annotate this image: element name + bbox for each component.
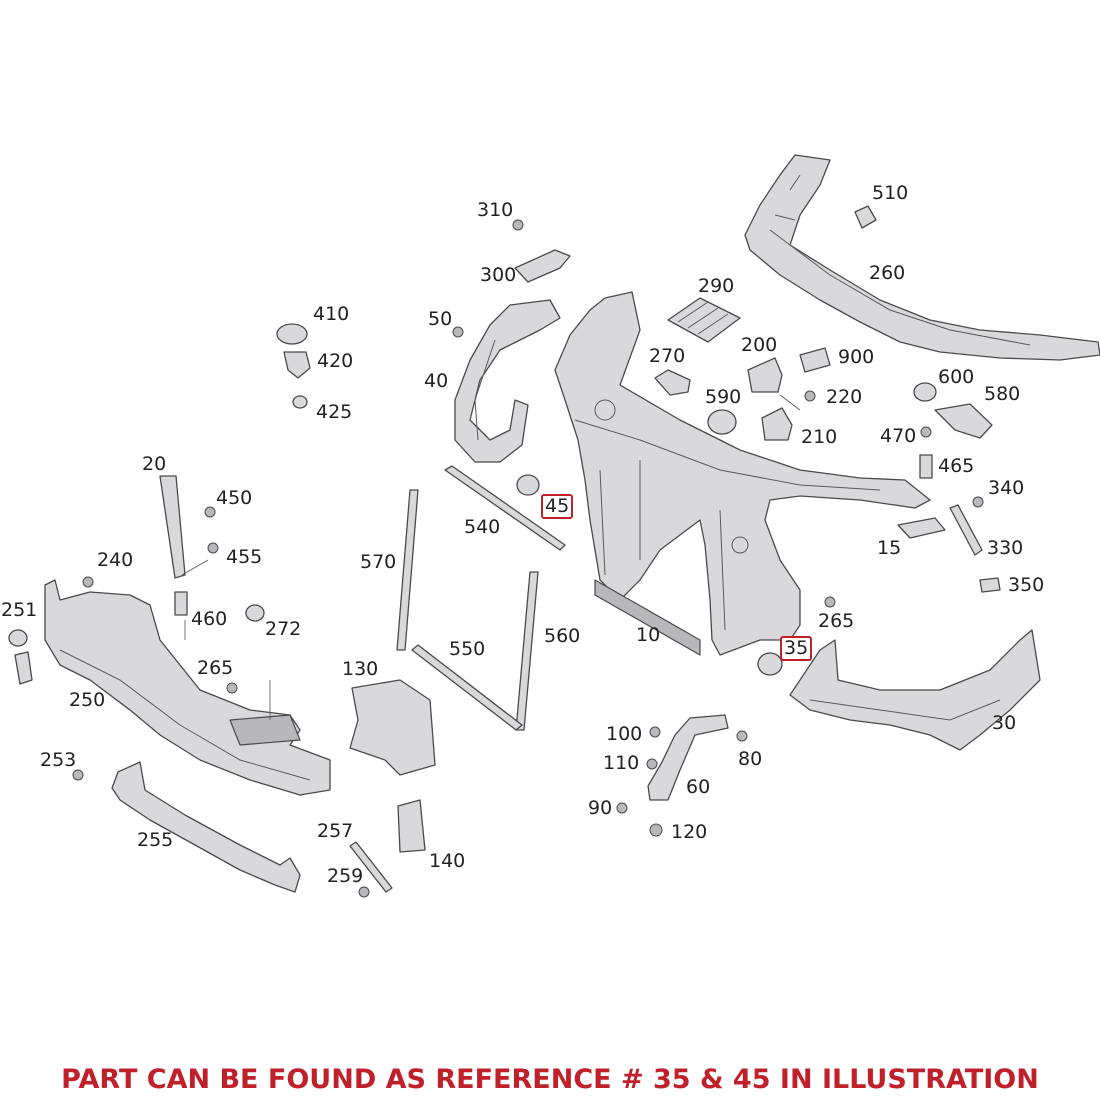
label-35-highlight[interactable]: 35: [780, 636, 813, 661]
label-600: 600: [938, 366, 975, 388]
part-330-rod: [949, 504, 983, 556]
label-290: 290: [698, 275, 735, 297]
part-425-nut: [292, 395, 308, 409]
label-240: 240: [97, 549, 134, 571]
label-265-left: 265: [197, 657, 234, 679]
label-45-highlight[interactable]: 45: [541, 494, 574, 519]
label-100: 100: [606, 723, 643, 745]
part-510-clip: [854, 205, 877, 229]
label-425: 425: [316, 401, 353, 423]
label-30: 30: [992, 712, 1017, 734]
label-260: 260: [869, 262, 906, 284]
part-300-bracket: [514, 249, 571, 283]
label-259: 259: [327, 865, 364, 887]
label-40: 40: [424, 370, 449, 392]
label-50: 50: [428, 308, 453, 330]
label-251: 251: [1, 599, 38, 621]
label-210: 210: [801, 426, 838, 448]
part-30-right-bracket: [789, 629, 1041, 751]
label-340: 340: [988, 477, 1025, 499]
label-250: 250: [69, 689, 106, 711]
label-420: 420: [317, 350, 354, 372]
label-570: 570: [360, 551, 397, 573]
part-600-clip: [913, 382, 937, 402]
part-140-bracket: [397, 799, 426, 853]
part-40-left-bracket: [454, 299, 561, 463]
label-330: 330: [987, 537, 1024, 559]
label-140: 140: [429, 850, 466, 872]
label-900: 900: [838, 346, 875, 368]
label-300: 300: [480, 264, 517, 286]
bolt-group: [72, 219, 984, 898]
part-465-spacer: [919, 454, 933, 479]
label-253: 253: [40, 749, 77, 771]
label-550: 550: [449, 638, 486, 660]
part-200-latch: [747, 357, 783, 393]
label-90: 90: [588, 797, 613, 819]
part-272-clip: [245, 604, 265, 622]
label-540: 540: [464, 516, 501, 538]
part-257-rod: [349, 841, 393, 893]
label-272: 272: [265, 618, 302, 640]
part-270-clip: [654, 369, 691, 396]
part-15-bracket: [897, 517, 946, 539]
label-560: 560: [544, 625, 581, 647]
label-460: 460: [191, 608, 228, 630]
part-460-spacer: [174, 591, 188, 616]
part-260-upper-crossmember: [744, 154, 1100, 361]
part-590-grommet: [707, 409, 737, 435]
label-450: 450: [216, 487, 253, 509]
label-350: 350: [1008, 574, 1045, 596]
part-20-strut: [159, 475, 186, 579]
part-255-lower-crossmember: [111, 761, 301, 893]
part-210-bracket: [761, 407, 793, 441]
part-350-clip: [979, 577, 1001, 593]
label-455: 455: [226, 546, 263, 568]
part-550-seal: [411, 644, 523, 731]
part-570-seal: [396, 489, 419, 651]
label-80: 80: [738, 748, 763, 770]
part-420-bumper: [283, 351, 311, 379]
label-257: 257: [317, 820, 354, 842]
label-200: 200: [741, 334, 778, 356]
part-130-air-guide: [349, 679, 436, 776]
part-580-bracket: [934, 403, 993, 439]
part-35-bumper: [757, 652, 783, 676]
label-130: 130: [342, 658, 379, 680]
label-120: 120: [671, 821, 708, 843]
part-250-bumper-beam: [44, 579, 331, 796]
label-60: 60: [686, 776, 711, 798]
part-540-seal: [444, 465, 566, 551]
label-220: 220: [826, 386, 863, 408]
label-255: 255: [137, 829, 174, 851]
leader-lines: [181, 394, 801, 720]
label-15: 15: [877, 537, 902, 559]
part-410-cap: [276, 323, 308, 345]
label-510: 510: [872, 182, 909, 204]
part-900-pad: [799, 347, 831, 373]
label-270: 270: [649, 345, 686, 367]
label-465: 465: [938, 455, 975, 477]
label-265-right: 265: [818, 610, 855, 632]
label-470: 470: [880, 425, 917, 447]
label-20: 20: [142, 453, 167, 475]
part-45-bumper: [516, 474, 540, 496]
label-580: 580: [984, 383, 1021, 405]
label-10: 10: [636, 624, 661, 646]
label-590: 590: [705, 386, 742, 408]
part-290-grille: [667, 297, 741, 343]
label-110: 110: [603, 752, 640, 774]
reference-note: PART CAN BE FOUND AS REFERENCE # 35 & 45…: [61, 1064, 1039, 1095]
part-251-grommet: [8, 629, 28, 647]
label-410: 410: [313, 303, 350, 325]
part-60-bracket: [647, 714, 729, 801]
part-560-seal: [515, 571, 539, 731]
label-310: 310: [477, 199, 514, 221]
part-251-clip: [14, 651, 33, 685]
